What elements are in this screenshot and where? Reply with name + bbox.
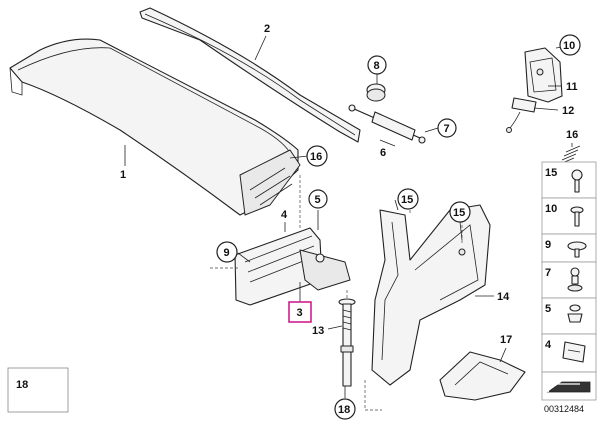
assembly-line — [364, 380, 382, 411]
part-16-spring — [559, 145, 581, 165]
callout-17: 17 — [500, 334, 512, 346]
svg-text:3: 3 — [297, 307, 303, 319]
svg-text:18: 18 — [338, 404, 350, 416]
clip-icon — [567, 267, 583, 292]
svg-text:15: 15 — [401, 194, 413, 206]
part-17-trim-cover — [439, 351, 526, 401]
callout-7: 7 — [437, 118, 457, 138]
screw-icon — [570, 206, 584, 227]
part-10-11-lock — [524, 47, 563, 103]
svg-text:10: 10 — [563, 40, 575, 52]
svg-text:9: 9 — [224, 247, 230, 259]
svg-text:8: 8 — [374, 60, 380, 72]
nut-icon — [567, 304, 583, 323]
svg-text:15: 15 — [545, 167, 557, 179]
callout-6: 6 — [380, 147, 386, 159]
callout-14: 14 — [497, 291, 510, 303]
svg-text:16: 16 — [566, 129, 578, 141]
bracket-icon — [562, 341, 586, 363]
part-8-buffer — [366, 83, 386, 102]
svg-text:5: 5 — [315, 194, 321, 206]
svg-text:11: 11 — [566, 81, 578, 93]
svg-text:00312484: 00312484 — [544, 404, 584, 414]
callout-10: 10 — [559, 34, 581, 56]
callout-18-center: 18 — [334, 398, 356, 420]
callout-16-right: 16 — [566, 129, 578, 141]
svg-text:5: 5 — [545, 303, 551, 315]
diagram-code: 00312484 — [544, 404, 584, 414]
callout-5: 5 — [308, 189, 328, 209]
callout-9: 9 — [216, 241, 238, 263]
part-6-gas-strut — [348, 104, 426, 144]
clip-icon — [567, 241, 587, 258]
part-13-bolt — [338, 298, 356, 387]
callout-3-highlighted: 3 — [288, 301, 312, 323]
callout-15-right: 15 — [449, 201, 471, 223]
callout-15-left: 15 — [397, 188, 419, 210]
part-2-seal-strip — [139, 7, 361, 143]
part-14-side-panel — [371, 204, 491, 386]
svg-text:18: 18 — [16, 379, 28, 391]
svg-text:7: 7 — [444, 123, 450, 135]
svg-text:2: 2 — [264, 23, 270, 35]
callout-4: 4 — [281, 209, 288, 221]
svg-text:4: 4 — [545, 339, 552, 351]
svg-text:16: 16 — [310, 151, 322, 163]
svg-text:17: 17 — [500, 334, 512, 346]
svg-text:15: 15 — [453, 207, 465, 219]
callout-12: 12 — [562, 105, 574, 117]
screw-icon — [571, 169, 583, 193]
part-4-hinge-bracket — [234, 227, 351, 306]
svg-text:10: 10 — [545, 203, 557, 215]
callout-8: 8 — [367, 55, 387, 75]
svg-text:4: 4 — [281, 209, 288, 221]
callout-11: 11 — [566, 81, 578, 93]
svg-text:13: 13 — [312, 325, 324, 337]
callout-2: 2 — [264, 23, 270, 35]
svg-text:14: 14 — [497, 291, 510, 303]
callout-16-left: 16 — [306, 145, 328, 167]
svg-text:6: 6 — [380, 147, 386, 159]
svg-text:12: 12 — [562, 105, 574, 117]
callout-13: 13 — [312, 325, 324, 337]
svg-text:9: 9 — [545, 239, 551, 251]
svg-text:7: 7 — [545, 267, 551, 279]
arrow-icon — [546, 381, 591, 393]
inset-box-18: 18 — [7, 367, 69, 413]
svg-text:1: 1 — [120, 169, 126, 181]
callout-1: 1 — [120, 169, 126, 181]
part-12-bracket — [506, 97, 537, 133]
small-parts-sidebar: 15 10 9 7 5 4 — [541, 161, 597, 401]
leader-lines — [124, 35, 573, 398]
part-1-trunk-lid — [9, 38, 301, 216]
